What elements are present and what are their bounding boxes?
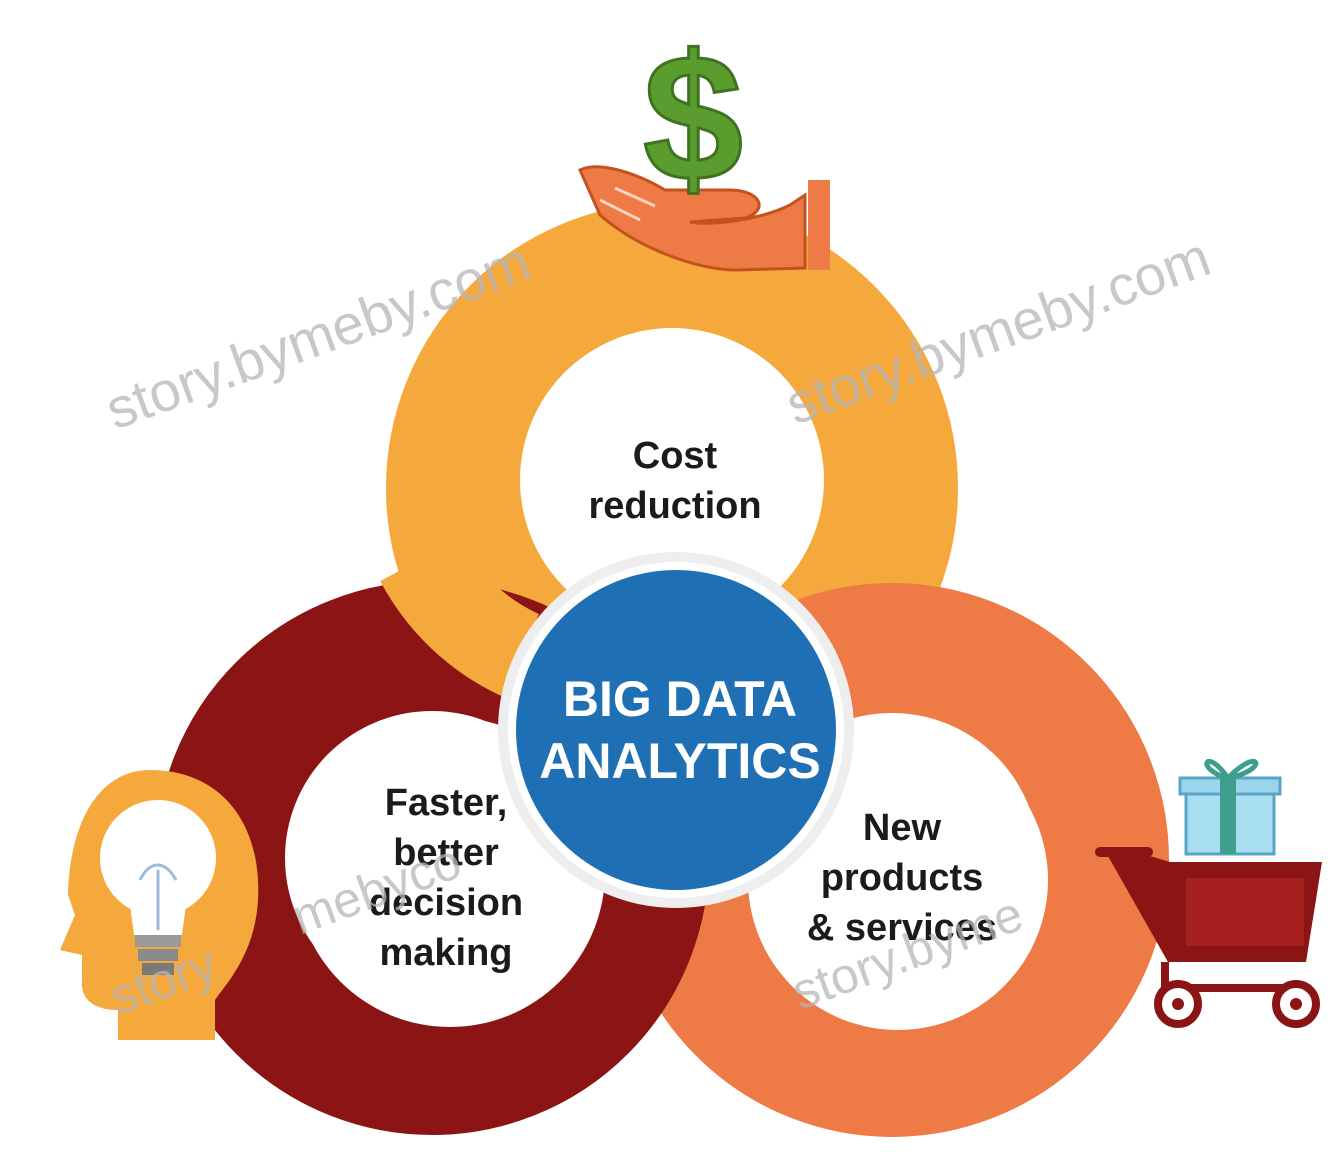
label-line: better: [393, 832, 499, 874]
label-line: New: [863, 807, 942, 849]
label-line: & services: [807, 907, 997, 949]
center-title-line1: BIG DATA: [563, 671, 797, 727]
disc-cost-reduction: [520, 328, 824, 632]
label-decision-making: Faster, better decision making: [369, 782, 523, 974]
center-title-line2: ANALYTICS: [539, 733, 821, 789]
shopping-cart-gift-icon: [1095, 758, 1322, 1028]
money-in-hand-icon: $: [578, 17, 830, 272]
label-new-products: New products & services: [807, 807, 997, 949]
center-badge: BIG DATA ANALYTICS: [498, 552, 854, 908]
ring-overlap-orange: [380, 538, 540, 696]
label-line: reduction: [588, 485, 761, 527]
label-line: making: [379, 932, 512, 974]
dollar-sign: $: [643, 18, 743, 219]
label-line: Cost: [633, 435, 718, 477]
label-line: decision: [369, 882, 523, 924]
label-line: products: [821, 857, 984, 899]
label-line: Faster,: [385, 782, 508, 824]
head-lightbulb-icon: [60, 770, 259, 1040]
label-cost-reduction: Cost reduction: [588, 435, 761, 527]
